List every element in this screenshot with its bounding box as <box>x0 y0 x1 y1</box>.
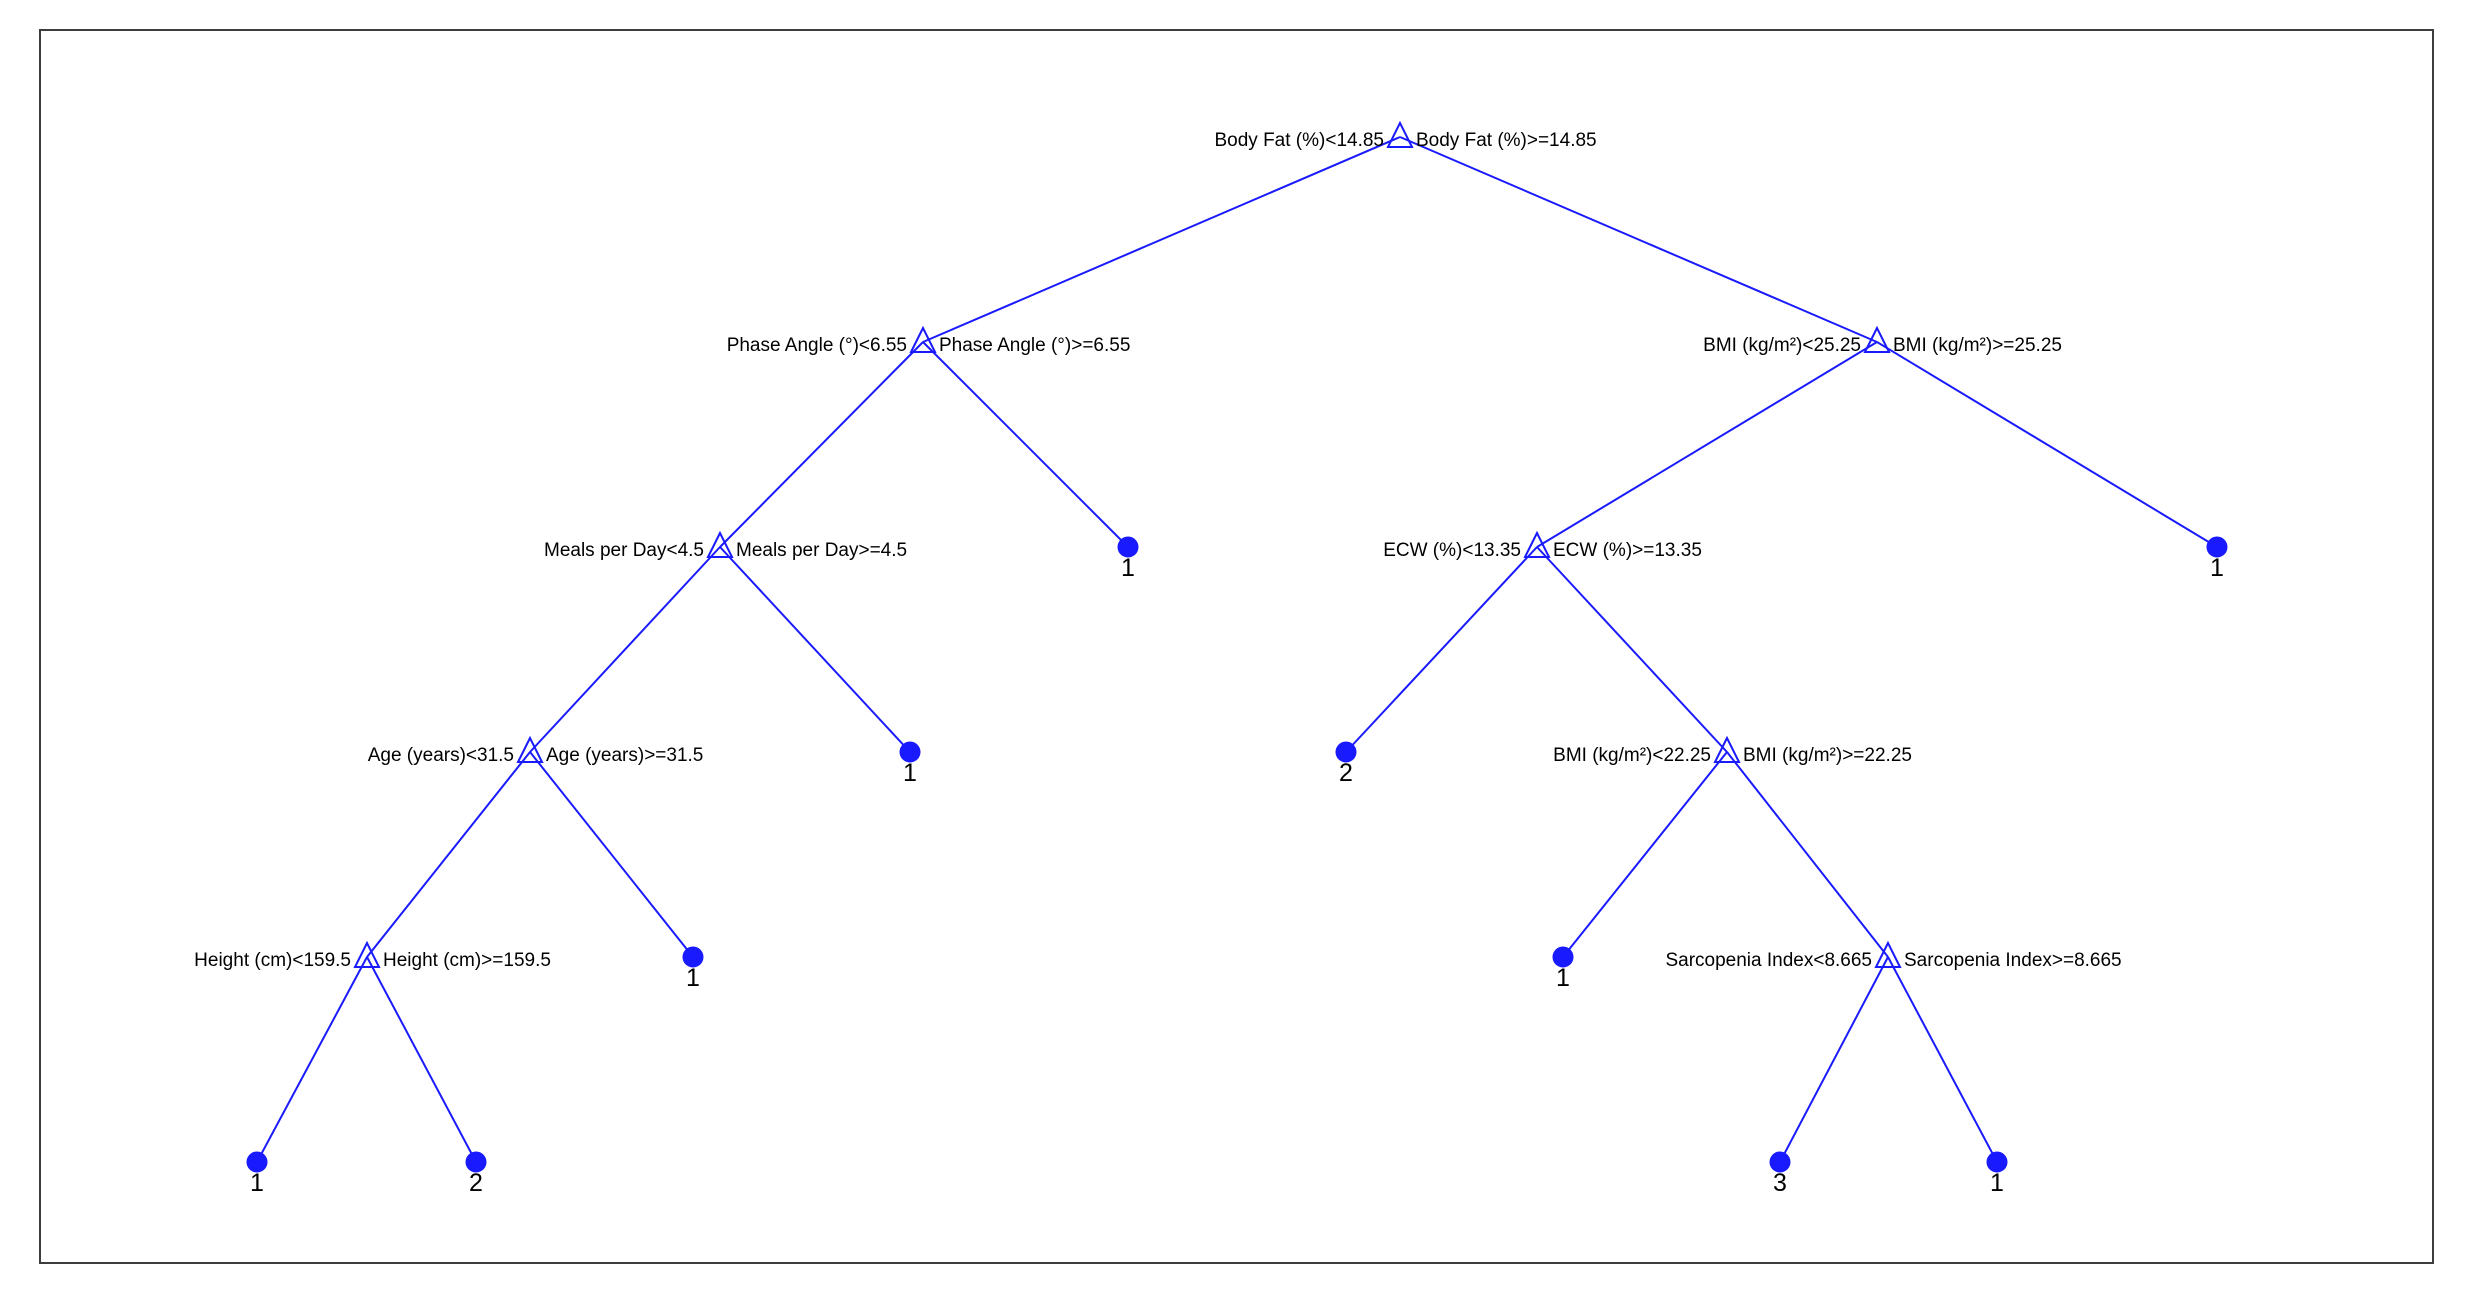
tree-edge <box>1562 751 1728 958</box>
leaf-node-marker <box>1335 741 1357 763</box>
tree-edge <box>529 751 694 958</box>
split-condition-right: ECW (%)>=13.35 <box>1553 540 1702 561</box>
tree-edge <box>1399 136 1878 343</box>
split-node-marker <box>909 325 937 353</box>
tree-edge <box>922 136 1401 343</box>
split-condition-left: Phase Angle (°)<6.55 <box>727 335 907 356</box>
leaf-class-label: 2 <box>469 1169 483 1197</box>
tree-edge <box>1536 546 1728 753</box>
plot-border <box>39 29 2434 1264</box>
split-condition-left: Sarcopenia Index<8.665 <box>1665 950 1872 971</box>
leaf-node-marker <box>1986 1151 2008 1173</box>
split-condition-right: BMI (kg/m²)>=22.25 <box>1743 745 1912 766</box>
split-condition-right: Height (cm)>=159.5 <box>383 950 551 971</box>
tree-edge <box>1887 956 1998 1163</box>
tree-edge <box>256 956 368 1163</box>
tree-edge <box>1345 546 1538 753</box>
split-condition-left: Height (cm)<159.5 <box>194 950 351 971</box>
split-condition-left: BMI (kg/m²)<25.25 <box>1703 335 1861 356</box>
tree-edge <box>922 341 1129 548</box>
leaf-class-label: 1 <box>1556 964 1570 992</box>
split-node-marker <box>353 940 381 968</box>
leaf-node-marker <box>1117 536 1139 558</box>
leaf-node-marker <box>2206 536 2228 558</box>
split-node-marker <box>1713 735 1741 763</box>
split-condition-left: Age (years)<31.5 <box>368 745 514 766</box>
tree-edge <box>1779 956 1889 1163</box>
tree-edge <box>719 341 924 548</box>
split-condition-right: Age (years)>=31.5 <box>546 745 703 766</box>
split-condition-left: Meals per Day<4.5 <box>544 540 704 561</box>
split-condition-right: Sarcopenia Index>=8.665 <box>1904 950 2122 971</box>
leaf-class-label: 1 <box>686 964 700 992</box>
split-condition-right: Phase Angle (°)>=6.55 <box>939 335 1130 356</box>
tree-edge <box>1876 341 2218 548</box>
leaf-class-label: 2 <box>1339 759 1353 787</box>
split-condition-right: Body Fat (%)>=14.85 <box>1416 130 1597 151</box>
leaf-node-marker <box>246 1151 268 1173</box>
tree-edge <box>719 546 911 753</box>
leaf-node-marker <box>1552 946 1574 968</box>
leaf-node-marker <box>682 946 704 968</box>
split-node-marker <box>1386 120 1414 148</box>
tree-edge <box>1726 751 1889 958</box>
split-node-marker <box>1874 940 1902 968</box>
tree-edge <box>529 546 721 753</box>
split-node-marker <box>1523 530 1551 558</box>
split-node-marker <box>1863 325 1891 353</box>
leaf-class-label: 3 <box>1773 1169 1787 1197</box>
leaf-class-label: 1 <box>2210 554 2224 582</box>
tree-edge <box>366 751 531 958</box>
leaf-node-marker <box>465 1151 487 1173</box>
split-condition-left: ECW (%)<13.35 <box>1383 540 1521 561</box>
leaf-node-marker <box>899 741 921 763</box>
leaf-class-label: 1 <box>250 1169 264 1197</box>
split-condition-left: Body Fat (%)<14.85 <box>1214 130 1384 151</box>
split-node-marker <box>516 735 544 763</box>
tree-edge <box>1536 341 1878 548</box>
split-node-marker <box>706 530 734 558</box>
split-condition-right: BMI (kg/m²)>=25.25 <box>1893 335 2062 356</box>
leaf-class-label: 1 <box>903 759 917 787</box>
leaf-node-marker <box>1769 1151 1791 1173</box>
tree-edge <box>366 956 477 1163</box>
split-condition-left: BMI (kg/m²)<22.25 <box>1553 745 1711 766</box>
split-condition-right: Meals per Day>=4.5 <box>736 540 907 561</box>
leaf-class-label: 1 <box>1990 1169 2004 1197</box>
leaf-class-label: 1 <box>1121 554 1135 582</box>
